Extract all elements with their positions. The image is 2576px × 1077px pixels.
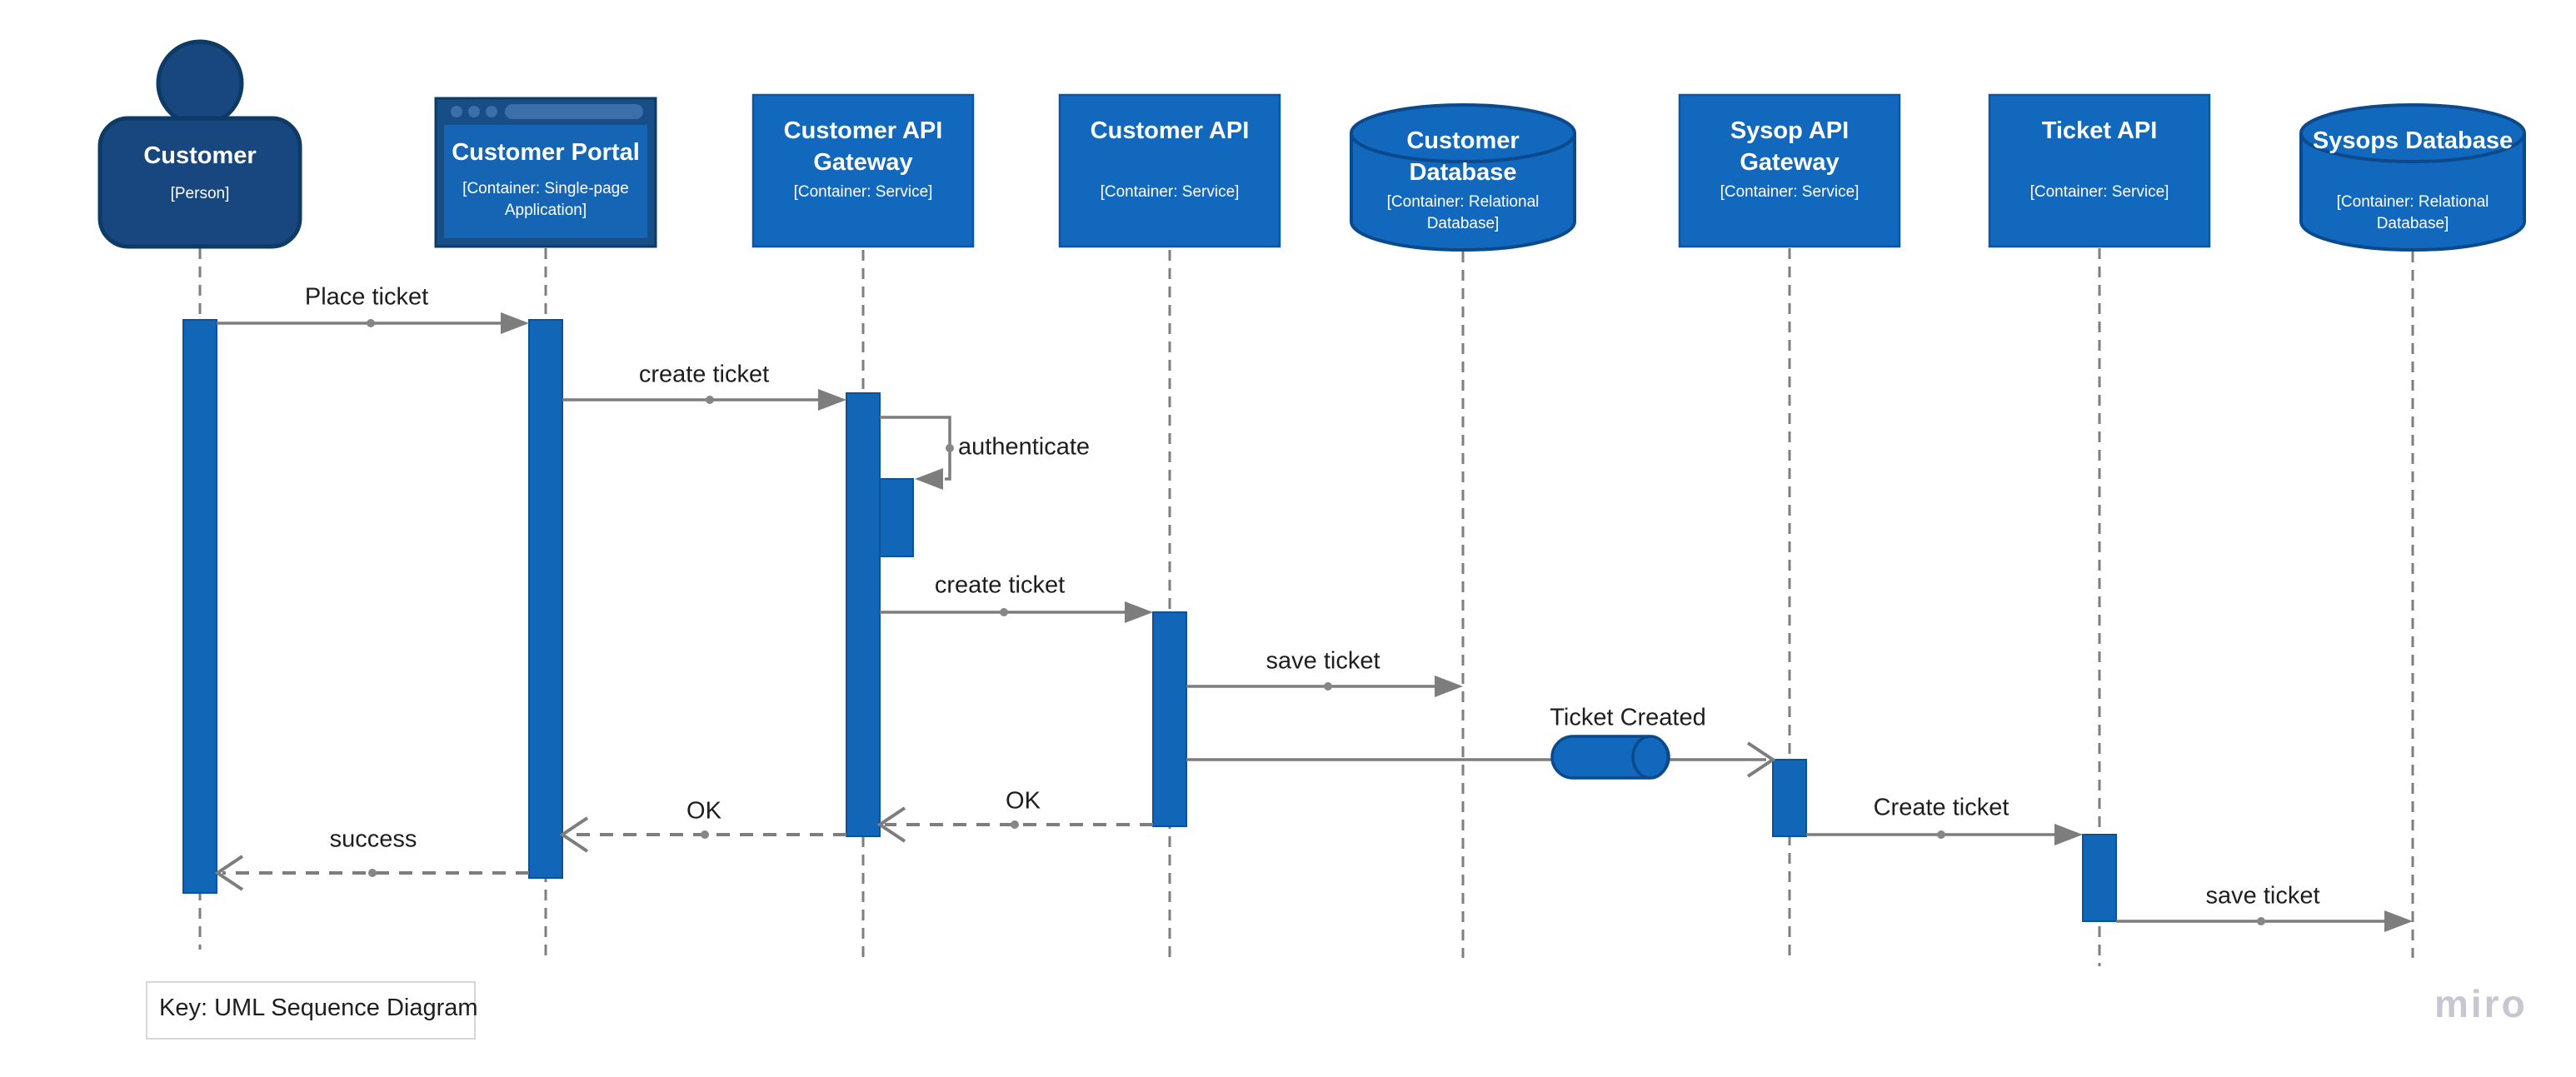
open-arrowhead-icon	[1746, 741, 1776, 778]
customer-api-shape[interactable]	[1058, 93, 1281, 248]
customer-api-gateway-shape[interactable]	[751, 93, 975, 248]
message-label-place-ticket: Place ticket	[304, 283, 429, 311]
arrowhead-icon	[818, 389, 846, 411]
browser-address-bar-icon	[505, 104, 643, 119]
message-create-ticket-3-arrow[interactable]	[1806, 824, 2083, 845]
message-label-ok-1: OK	[1006, 787, 1041, 815]
arrowhead-icon	[501, 312, 529, 334]
ticket-api-shape[interactable]	[1988, 93, 2211, 248]
open-arrowhead-icon	[214, 855, 244, 891]
diagram-key-label: Key: UML Sequence Diagram	[159, 995, 478, 1021]
message-label-ok-2: OK	[686, 797, 721, 825]
customer-person-body-shape[interactable]	[97, 116, 302, 249]
message-ok-2-return-arrow[interactable]	[559, 816, 846, 853]
customer-api-gateway-activation-bar[interactable]	[846, 392, 881, 837]
message-save-ticket-1-arrow[interactable]	[1186, 676, 1463, 697]
open-arrowhead-icon	[559, 816, 589, 853]
connector-midpoint-dots	[367, 319, 2265, 925]
miro-watermark: miro	[2434, 982, 2528, 1025]
browser-dot-icon	[468, 106, 480, 117]
message-place-ticket-arrow[interactable]	[217, 312, 529, 334]
message-save-ticket-2-arrow[interactable]	[2116, 910, 2413, 932]
message-ticket-created-arrow[interactable]	[1186, 735, 1776, 780]
arrowhead-icon	[1125, 601, 1153, 623]
arrowhead-icon	[915, 468, 943, 490]
message-create-ticket-2-arrow[interactable]	[880, 601, 1153, 623]
open-arrowhead-icon	[876, 806, 906, 843]
message-label-save-ticket-1: save ticket	[1266, 647, 1380, 675]
message-label-success: success	[329, 825, 417, 853]
customer-portal-activation-bar[interactable]	[528, 319, 563, 879]
ticket-api-activation-bar[interactable]	[2082, 834, 2117, 922]
arrowhead-icon	[1435, 676, 1463, 697]
browser-dot-icon	[486, 106, 497, 117]
arrowhead-icon	[2054, 824, 2083, 845]
customer-api-activation-bar[interactable]	[1152, 611, 1187, 827]
customer-person-head-shape[interactable]	[156, 39, 244, 127]
queue-icon[interactable]	[1550, 735, 1670, 780]
sysop-api-gateway-shape[interactable]	[1678, 93, 1901, 248]
customer-activation-bar[interactable]	[182, 319, 217, 894]
sysops-database-shape[interactable]	[2299, 103, 2526, 252]
message-label-create-ticket-3: Create ticket	[1873, 794, 2009, 821]
arrowhead-icon	[2384, 910, 2413, 932]
message-create-ticket-1-arrow[interactable]	[562, 389, 846, 411]
message-label-ticket-created: Ticket Created	[1550, 704, 1706, 731]
authenticate-nested-activation-bar[interactable]	[879, 478, 914, 557]
message-label-create-ticket-1: create ticket	[638, 361, 770, 388]
customer-portal-shape[interactable]	[434, 97, 657, 248]
message-ok-1-return-arrow[interactable]	[876, 806, 1153, 843]
diagram-key[interactable]: Key: UML Sequence Diagram	[146, 981, 478, 1040]
message-label-save-ticket-2: save ticket	[2205, 882, 2320, 910]
message-label-create-ticket-2: create ticket	[934, 571, 1066, 599]
sysop-api-gateway-activation-bar[interactable]	[1772, 759, 1807, 837]
message-label-authenticate: authenticate	[958, 433, 1091, 461]
customer-database-shape[interactable]	[1350, 103, 1576, 252]
browser-dot-icon	[451, 106, 462, 117]
